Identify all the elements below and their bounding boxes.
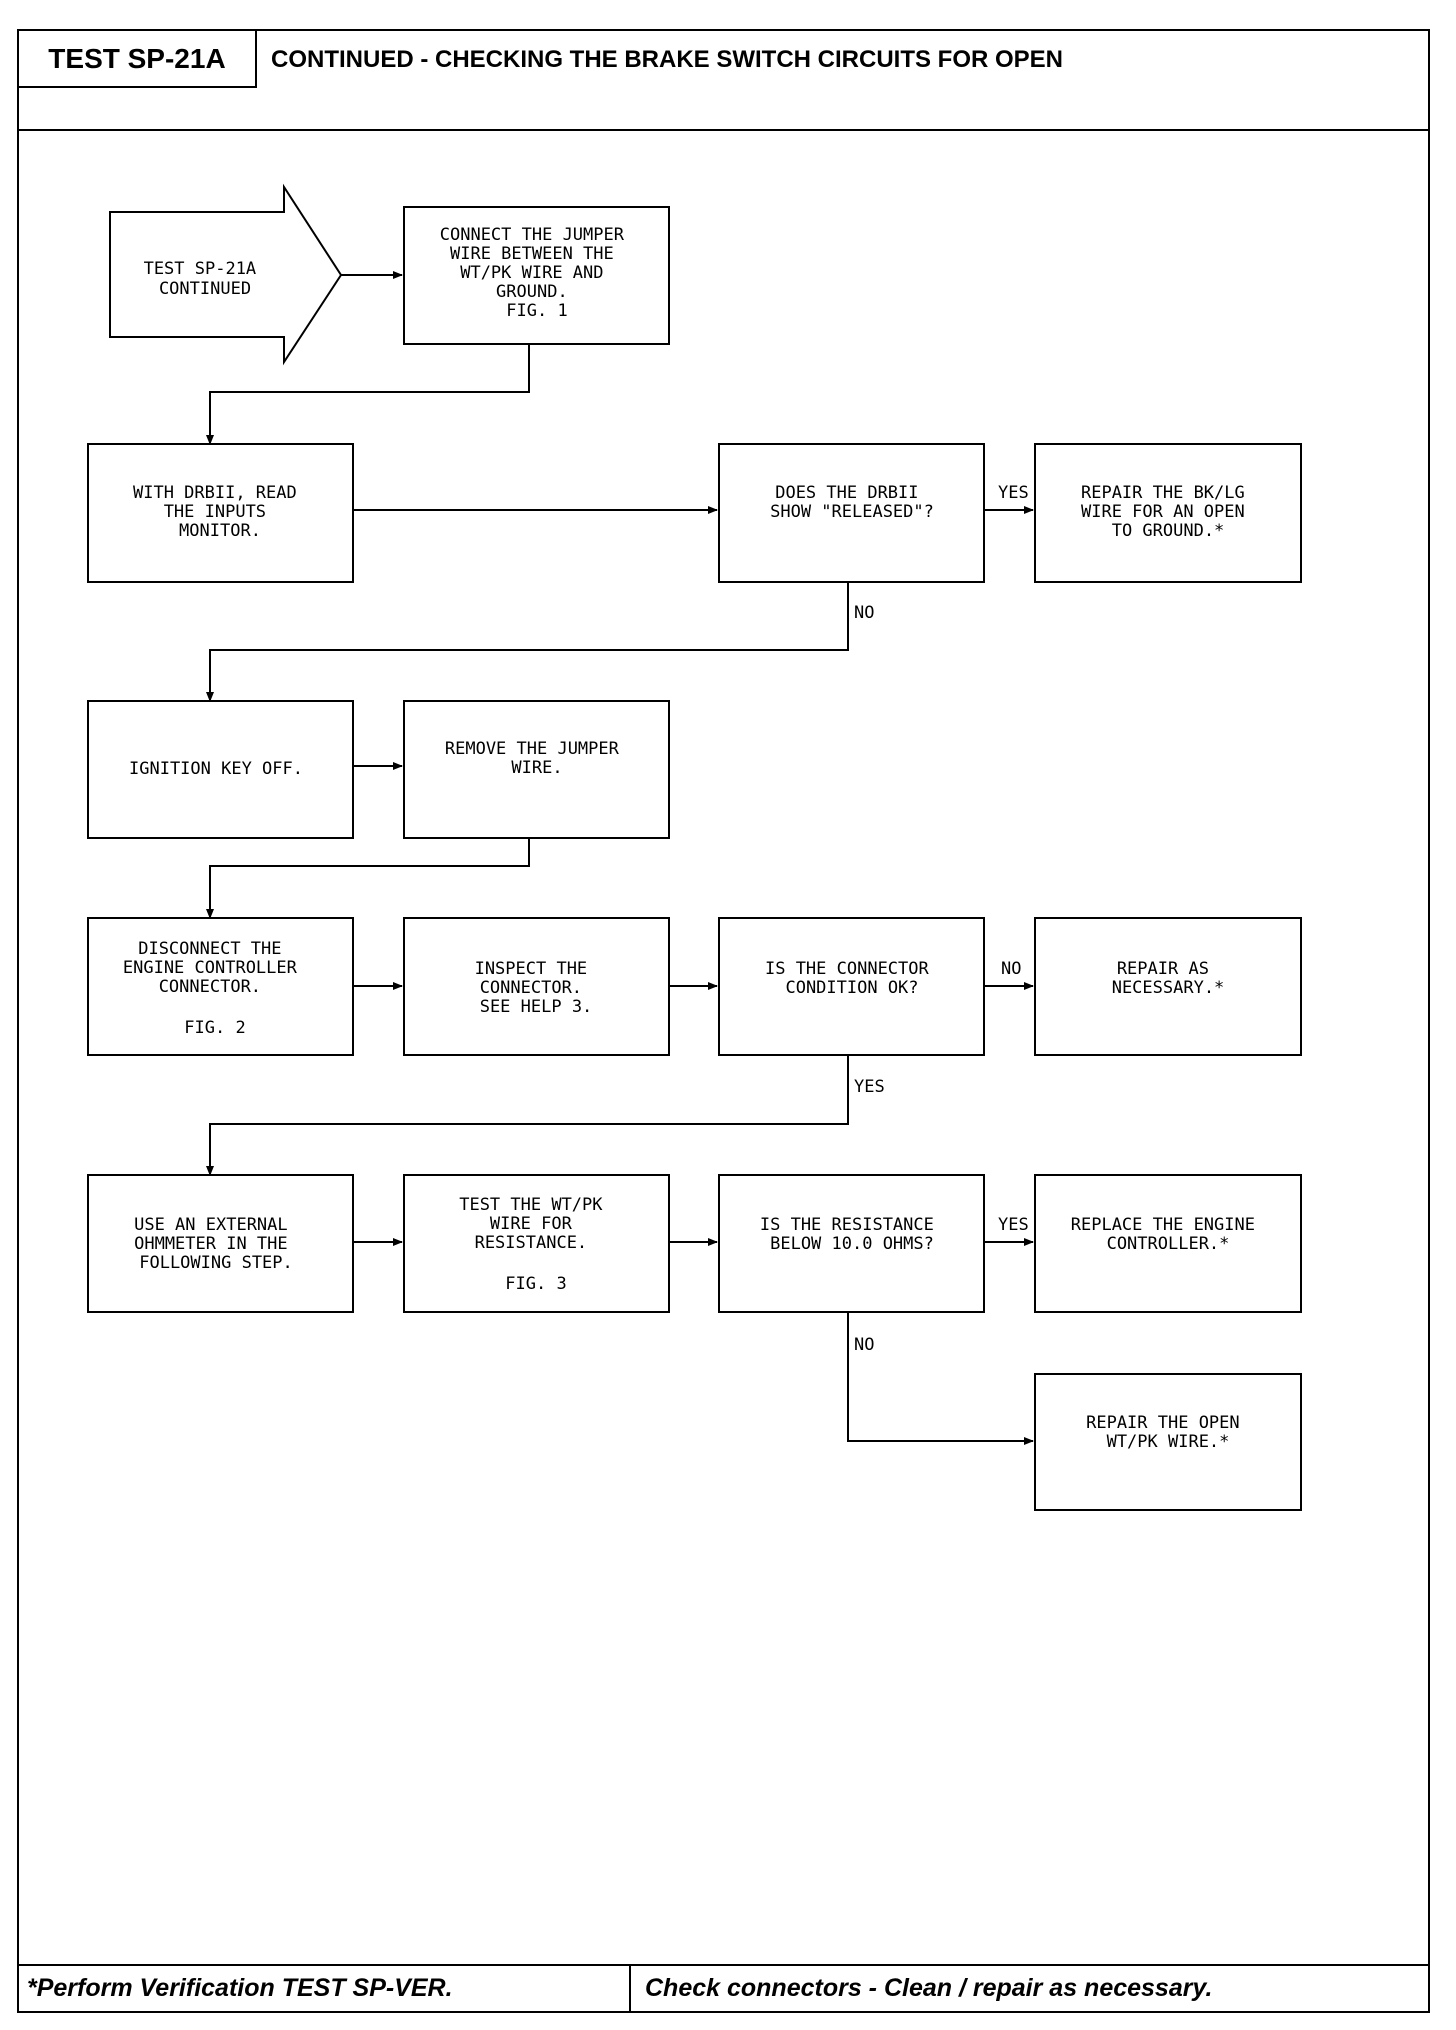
replace-controller-line: REPLACE THE ENGINE	[1071, 1215, 1255, 1235]
repair-bklg-text: REPAIR THE BK/LG WIRE FOR AN OPEN TO GRO…	[1081, 483, 1255, 541]
disconnect-line: CONNECTOR.	[159, 977, 261, 997]
read-inputs-line: MONITOR.	[179, 521, 261, 541]
inspect-line: SEE HELP 3.	[480, 997, 593, 1017]
connector-no-ignition	[206, 582, 849, 702]
connect-jumper-text: CONNECT THE JUMPER WIRE BETWEEN THE WT/P…	[440, 225, 634, 321]
connect-jumper-line: CONNECT THE JUMPER	[440, 225, 625, 245]
resistance-question-box	[718, 1174, 985, 1313]
verification-note: *Perform Verification TEST SP-VER.	[27, 1974, 453, 2002]
connect-jumper-box	[403, 206, 670, 345]
released-question-text: DOES THE DRBII SHOW "RELEASED"?	[770, 483, 934, 522]
read-inputs-line: THE INPUTS	[164, 502, 266, 522]
repair-open-text: REPAIR THE OPEN WT/PK WIRE.*	[1086, 1413, 1250, 1452]
resistance-question-text: IS THE RESISTANCE BELOW 10.0 OHMS?	[760, 1215, 944, 1254]
disconnect-line: DISCONNECT THE	[138, 939, 281, 959]
repair-bklg-line: WIRE FOR AN OPEN	[1081, 502, 1245, 522]
condition-question-box	[718, 917, 985, 1056]
repair-necessary-line: NECESSARY.*	[1112, 978, 1225, 998]
yes-label: YES	[998, 483, 1029, 503]
repair-necessary-text: REPAIR AS NECESSARY.*	[1112, 959, 1225, 998]
flow-shapes	[87, 183, 1302, 1511]
yes-label: YES	[854, 1077, 885, 1097]
resistance-question-line: BELOW 10.0 OHMS?	[770, 1234, 934, 1254]
inspect-line: CONNECTOR.	[480, 978, 582, 998]
repair-necessary-line: REPAIR AS	[1117, 959, 1209, 979]
released-question-box	[718, 443, 985, 583]
condition-question-text: IS THE CONNECTOR CONDITION OK?	[765, 959, 939, 998]
released-question-line: DOES THE DRBII	[775, 483, 918, 503]
connector-no-repair-open	[847, 1312, 1034, 1445]
repair-bklg-box	[1034, 443, 1302, 583]
connectors	[206, 271, 1034, 1445]
inspect-box	[403, 917, 670, 1056]
repair-open-line: WT/PK WIRE.*	[1107, 1432, 1230, 1452]
connector-yes-external	[206, 1055, 849, 1176]
ignition-off-line: IGNITION KEY OFF.	[129, 759, 303, 779]
remove-jumper-text: REMOVE THE JUMPER WIRE.	[445, 739, 629, 778]
test-resistance-line: TEST THE WT/PK	[459, 1195, 603, 1215]
released-question-line: SHOW "RELEASED"?	[770, 502, 934, 522]
connect-jumper-line: GROUND.	[496, 282, 568, 302]
external-ohmmeter-box	[87, 1174, 354, 1313]
remove-jumper-line: WIRE.	[511, 758, 562, 778]
start-line: TEST SP-21A	[144, 259, 257, 279]
disconnect-line: ENGINE CONTROLLER	[123, 958, 298, 978]
test-id: TEST SP-21A	[19, 31, 257, 88]
branch-labels: YES NO NO YES YES NO	[854, 483, 1029, 1355]
disconnect-text: DISCONNECT THE ENGINE CONTROLLER CONNECT…	[123, 939, 307, 1038]
inspect-line: INSPECT THE	[475, 959, 588, 979]
replace-controller-box	[1034, 1174, 1302, 1313]
inspect-text: INSPECT THE CONNECTOR. SEE HELP 3.	[475, 959, 598, 1017]
ignition-off-text: IGNITION KEY OFF.	[129, 759, 303, 779]
start-text: TEST SP-21A CONTINUED	[144, 259, 267, 299]
start-arrow-shape	[109, 183, 343, 366]
connect-jumper-line: FIG. 1	[506, 301, 567, 321]
repair-necessary-box	[1034, 917, 1302, 1056]
replace-controller-text: REPLACE THE ENGINE CONTROLLER.*	[1071, 1215, 1265, 1254]
connect-jumper-line: WT/PK WIRE AND	[460, 263, 603, 283]
flow-text: TEST SP-21A CONTINUED CONNECT THE JUMPER…	[123, 225, 1265, 1452]
start-line: CONTINUED	[159, 279, 251, 299]
test-page: TEST SP-21A CONTINUED - CHECKING THE BRA…	[17, 29, 1430, 2013]
connector-remove-disconnect	[206, 838, 530, 919]
header-bar: TEST SP-21A CONTINUED - CHECKING THE BRA…	[19, 31, 1428, 131]
resistance-question-line: IS THE RESISTANCE	[760, 1215, 934, 1235]
footer-divider	[629, 1966, 631, 2011]
test-title: CONTINUED - CHECKING THE BRAKE SWITCH CI…	[271, 46, 1063, 73]
remove-jumper-box	[403, 700, 670, 839]
external-ohmmeter-text: USE AN EXTERNAL OHMMETER IN THE FOLLOWIN…	[134, 1215, 298, 1273]
condition-question-line: CONDITION OK?	[785, 978, 918, 998]
read-inputs-text: WITH DRBII, READ THE INPUTS MONITOR.	[133, 483, 307, 541]
replace-controller-line: CONTROLLER.*	[1107, 1234, 1230, 1254]
repair-bklg-line: REPAIR THE BK/LG	[1081, 483, 1245, 503]
read-inputs-line: WITH DRBII, READ	[133, 483, 297, 503]
yes-label: YES	[998, 1215, 1029, 1235]
connect-jumper-line: WIRE BETWEEN THE	[450, 244, 614, 264]
repair-open-line: REPAIR THE OPEN	[1086, 1413, 1240, 1433]
no-label: NO	[854, 603, 874, 623]
connector-note: Check connectors - Clean / repair as nec…	[645, 1974, 1213, 2002]
test-resistance-text: TEST THE WT/PK WIRE FOR RESISTANCE. FIG.…	[459, 1195, 613, 1294]
external-ohmmeter-line: OHMMETER IN THE	[134, 1234, 288, 1254]
footer: *Perform Verification TEST SP-VER. Check…	[19, 1964, 1428, 2011]
connector-jumper-read	[206, 344, 530, 445]
read-inputs-box	[87, 443, 354, 583]
remove-jumper-line: REMOVE THE JUMPER	[445, 739, 620, 759]
repair-open-box	[1034, 1373, 1302, 1511]
test-resistance-box	[403, 1174, 670, 1313]
test-resistance-line: WIRE FOR	[490, 1214, 573, 1234]
test-resistance-line: RESISTANCE.	[475, 1233, 588, 1253]
external-ohmmeter-line: USE AN EXTERNAL	[134, 1215, 288, 1235]
ignition-off-box	[87, 700, 354, 839]
disconnect-box	[87, 917, 354, 1056]
no-label: NO	[854, 1335, 874, 1355]
external-ohmmeter-line: FOLLOWING STEP.	[139, 1253, 293, 1273]
test-resistance-line: FIG. 3	[505, 1274, 566, 1294]
condition-question-line: IS THE CONNECTOR	[765, 959, 930, 979]
disconnect-line: FIG. 2	[184, 1018, 245, 1038]
repair-bklg-line: TO GROUND.*	[1112, 521, 1225, 541]
no-label: NO	[1001, 959, 1021, 979]
